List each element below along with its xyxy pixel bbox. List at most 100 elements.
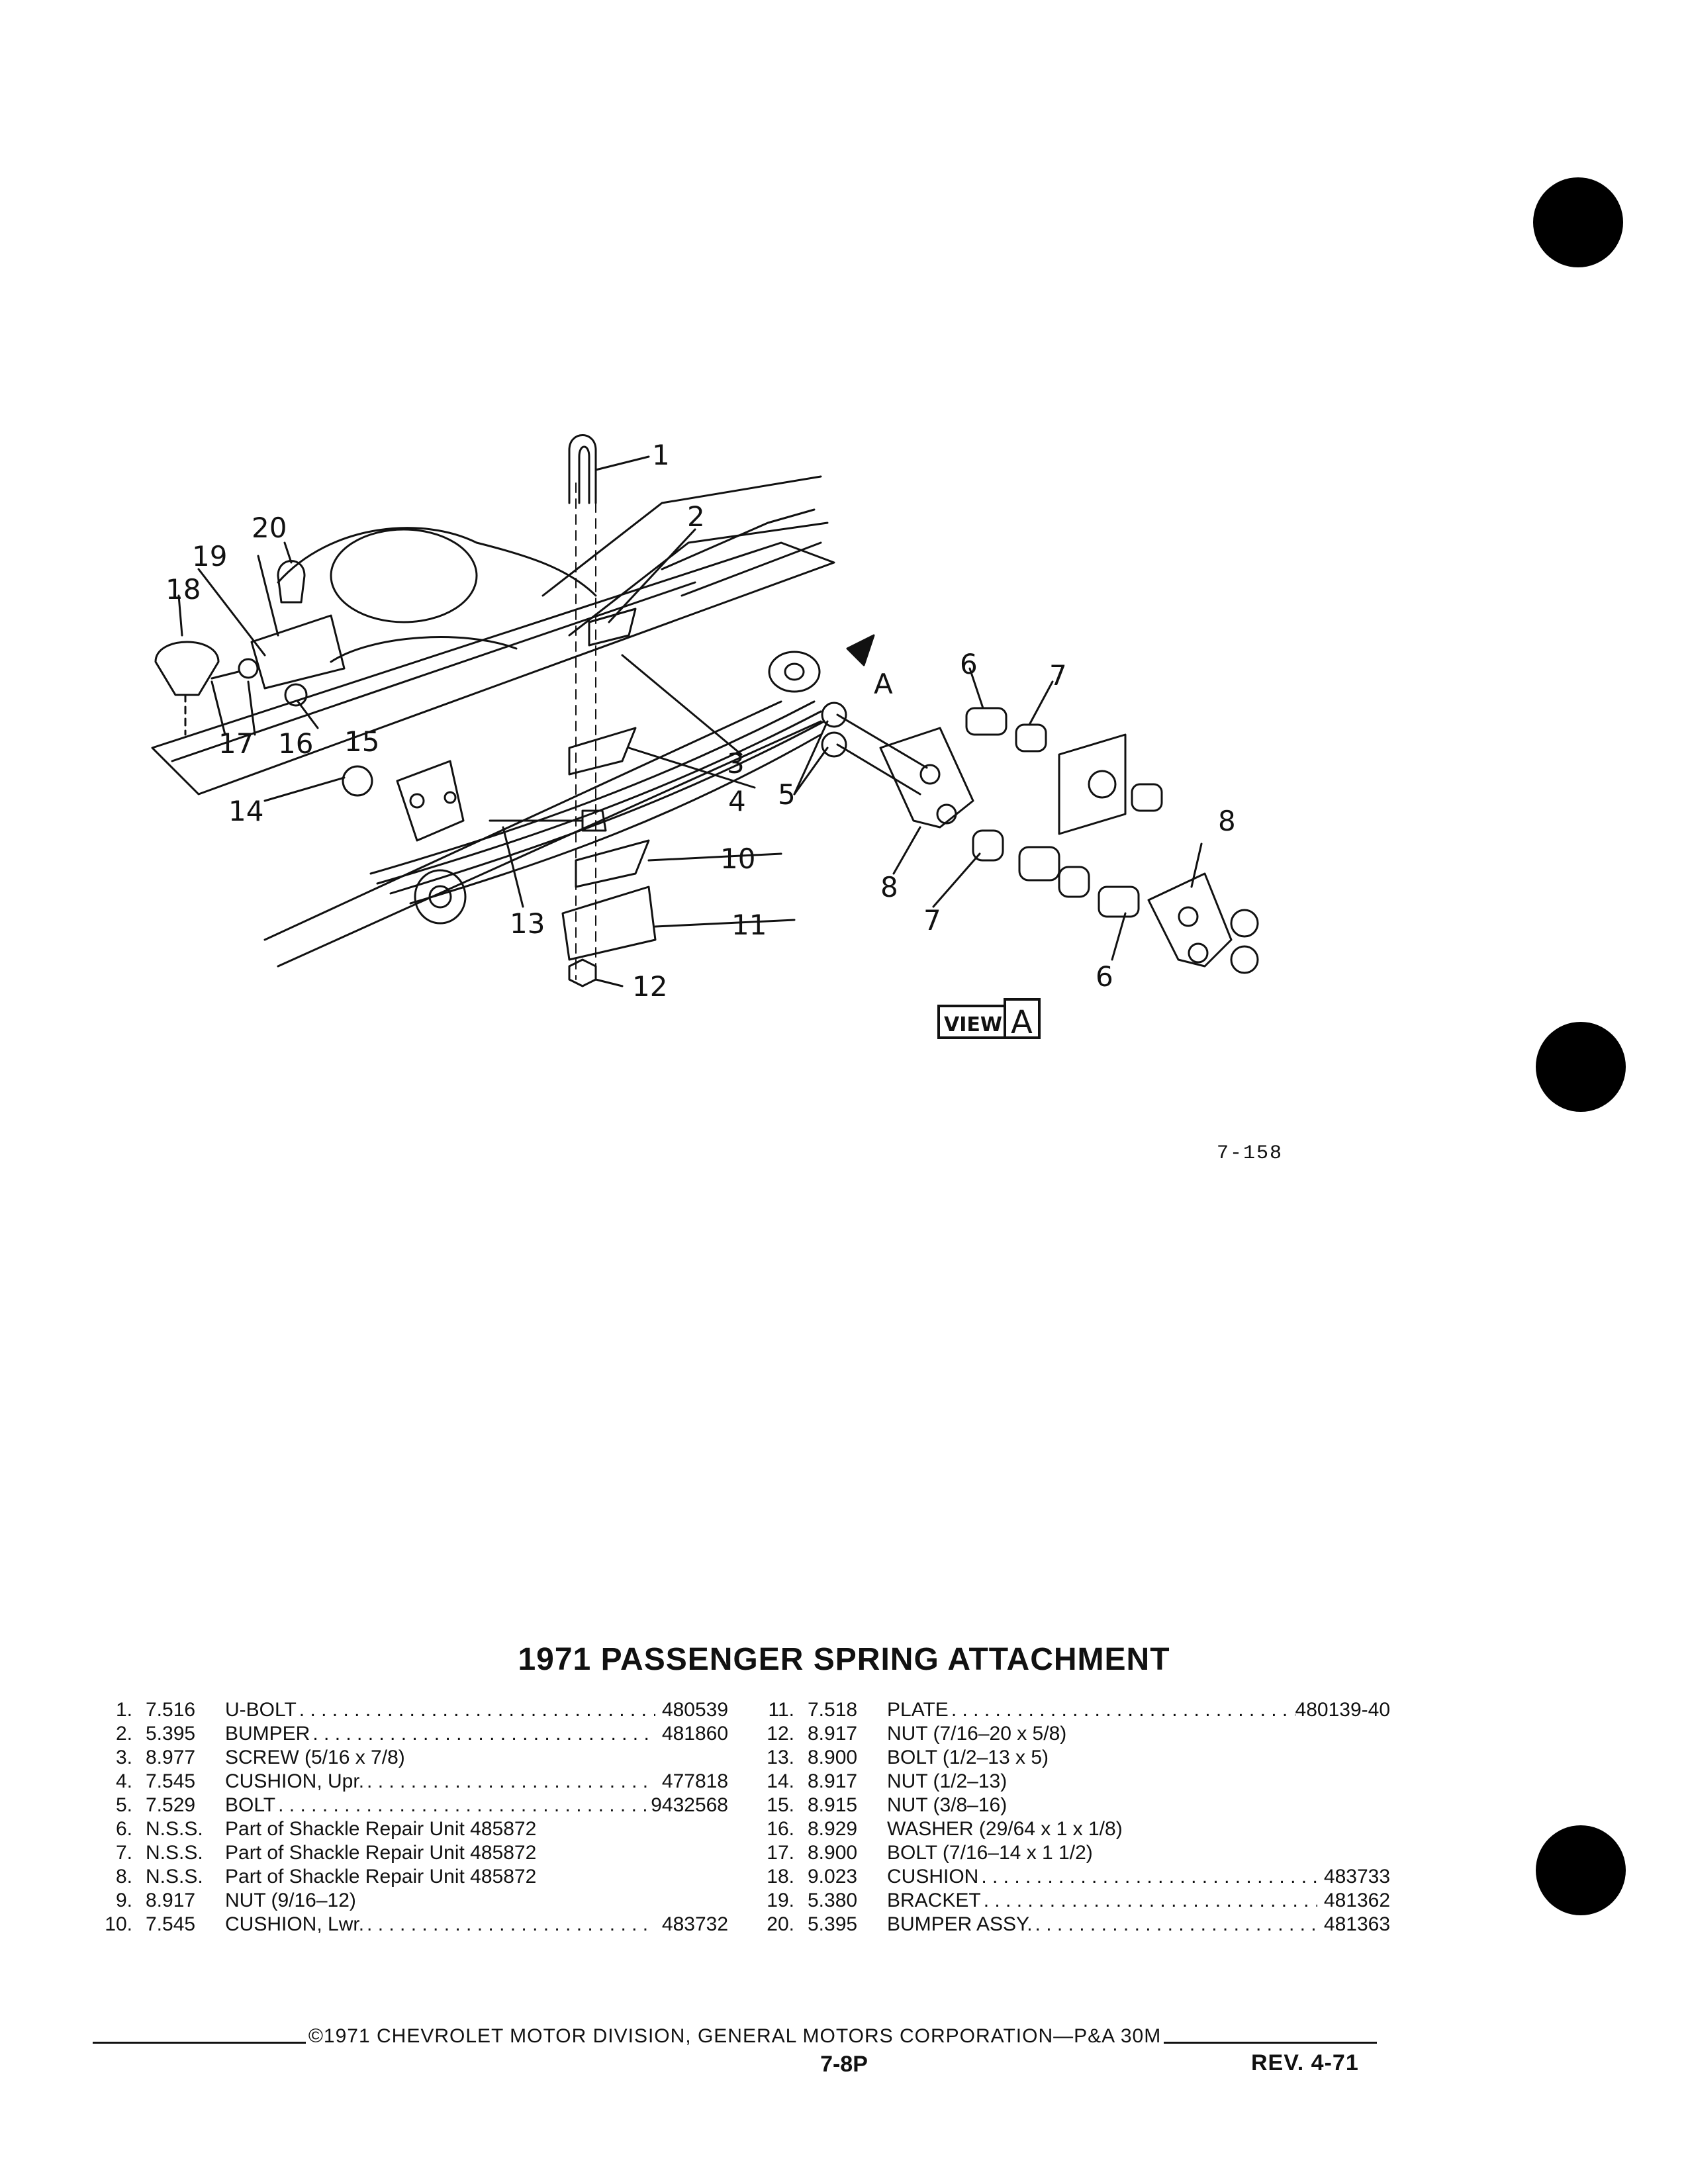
item-description: SCREW (5/16 x 7/8) [225,1747,405,1768]
figure-number: 7-158 [1217,1142,1284,1165]
item-description: BOLT (1/2–13 x 5) [887,1747,1049,1768]
item-number: 16. [767,1818,794,1840]
group-number: 7.545 [146,1770,196,1792]
callout-12: 12 [632,970,667,1003]
parts-row: 8.N.S.S.Part of Shackle Repair Unit 4858… [73,1865,728,1889]
callout-17: 17 [218,727,254,760]
item-number: 6. [115,1818,132,1840]
callout-4: 4 [728,785,746,817]
callout-16: 16 [278,727,313,760]
item-description: BOLT (7/16–14 x 1 1/2) [887,1842,1093,1864]
binder-hole-middle [1536,1022,1626,1112]
parts-row: 16. 8.929 WASHER (29/64 x 1 x 1/8) [735,1817,1390,1841]
callout-5: 5 [778,778,796,811]
group-number: 8.915 [808,1794,858,1816]
binder-hole-bottom [1536,1825,1626,1915]
item-number: 11. [768,1699,794,1721]
part-number: 477818 [661,1770,728,1792]
group-number: 8.929 [808,1818,858,1840]
callout-8-right: 8 [1218,805,1236,837]
item-number: 1. [115,1699,132,1721]
item-description: CUSHION, Lwr. [225,1913,365,1935]
part-number: 481362 [1323,1889,1390,1911]
footer-copyright-line: ©1971 CHEVROLET MOTOR DIVISION, GENERAL … [93,2025,1378,2048]
item-description: Part of Shackle Repair Unit 485872 [225,1842,537,1864]
part-number: 481363 [1323,1913,1390,1935]
parts-list-right: 11. 7.518 PLATE . . . . . . . . . . . . . … [735,1698,1390,1936]
callout-10: 10 [720,842,755,875]
part-number: 483733 [1323,1866,1390,1888]
revision: REV. 4-71 [1251,2050,1359,2075]
leader-dots: . . . . . . . . . . . . . . . . . . . . … [951,1699,1295,1721]
group-number: 9.023 [808,1866,858,1888]
view-a-label: VIEW A [937,998,1041,1041]
group-number: 8.977 [146,1747,196,1768]
item-description: Part of Shackle Repair Unit 485872 [225,1866,537,1888]
item-description: PLATE [887,1699,949,1721]
item-number: 15. [767,1794,794,1816]
callout-18: 18 [165,573,201,606]
svg-text:VIEW: VIEW [944,1013,1002,1036]
item-description: BRACKET [887,1889,981,1911]
svg-text:A: A [1011,1004,1033,1041]
callout-6-bottom: 6 [1096,960,1113,993]
group-number: 8.900 [808,1842,858,1864]
group-number: N.S.S. [146,1818,203,1840]
item-description: NUT (9/16–12) [225,1889,356,1911]
callout-1: 1 [652,439,670,471]
group-number: 5.395 [146,1723,196,1745]
callout-2: 2 [687,500,705,533]
callout-6-top: 6 [960,648,978,680]
item-description: WASHER (29/64 x 1 x 1/8) [887,1818,1123,1840]
callout-11: 11 [731,909,767,941]
group-number: 7.545 [146,1913,196,1935]
item-number: 12. [767,1723,794,1745]
item-number: 2. [115,1723,132,1745]
item-description: BUMPER ASSY. [887,1913,1033,1935]
parts-row: 3. 8.977 SCREW (5/16 x 7/8) [73,1746,728,1770]
part-number: 481860 [661,1723,728,1745]
parts-row: 7.N.S.S.Part of Shackle Repair Unit 4858… [73,1841,728,1865]
item-number: 3. [115,1747,132,1768]
binder-hole-top [1533,177,1623,267]
item-number: 8. [115,1866,132,1888]
parts-row: 6. N.S.S. Part of Shackle Repair Unit 4858… [73,1817,728,1841]
item-number: 5. [115,1794,132,1816]
item-description: Part of Shackle Repair Unit 485872 [225,1818,537,1840]
callout-20: 20 [252,512,287,544]
group-number: 7.516 [146,1699,196,1721]
group-number: 7.518 [808,1699,858,1721]
group-number: 8.917 [146,1889,196,1911]
item-number: 4. [115,1770,132,1792]
footer-rule-right [1164,2041,1378,2044]
group-number: 8.917 [808,1770,858,1792]
group-number: 5.395 [808,1913,858,1935]
item-description: NUT (7/16–20 x 5/8) [887,1723,1067,1745]
leader-dots: . . . . . . . . . . . . . . . . . . . . … [299,1699,655,1721]
item-number: 20. [767,1913,794,1935]
callout-19: 19 [192,540,227,572]
group-number: 8.900 [808,1747,858,1768]
item-description: NUT (1/2–13) [887,1770,1008,1792]
part-number: 480139-40 [1295,1699,1390,1721]
leader-dots: . . . . . . . . . . . . . . . . . . . . … [367,1770,655,1792]
callout-7-top: 7 [1049,659,1067,692]
item-number: 10. [105,1913,132,1935]
group-number: 7.529 [146,1794,196,1816]
page-number: 7-8P [820,2052,868,2077]
view-a-marker: A [874,668,893,700]
item-number: 7. [115,1842,132,1864]
leader-dots: . . . . . . . . . . . . . . . . . . . . … [312,1723,655,1745]
